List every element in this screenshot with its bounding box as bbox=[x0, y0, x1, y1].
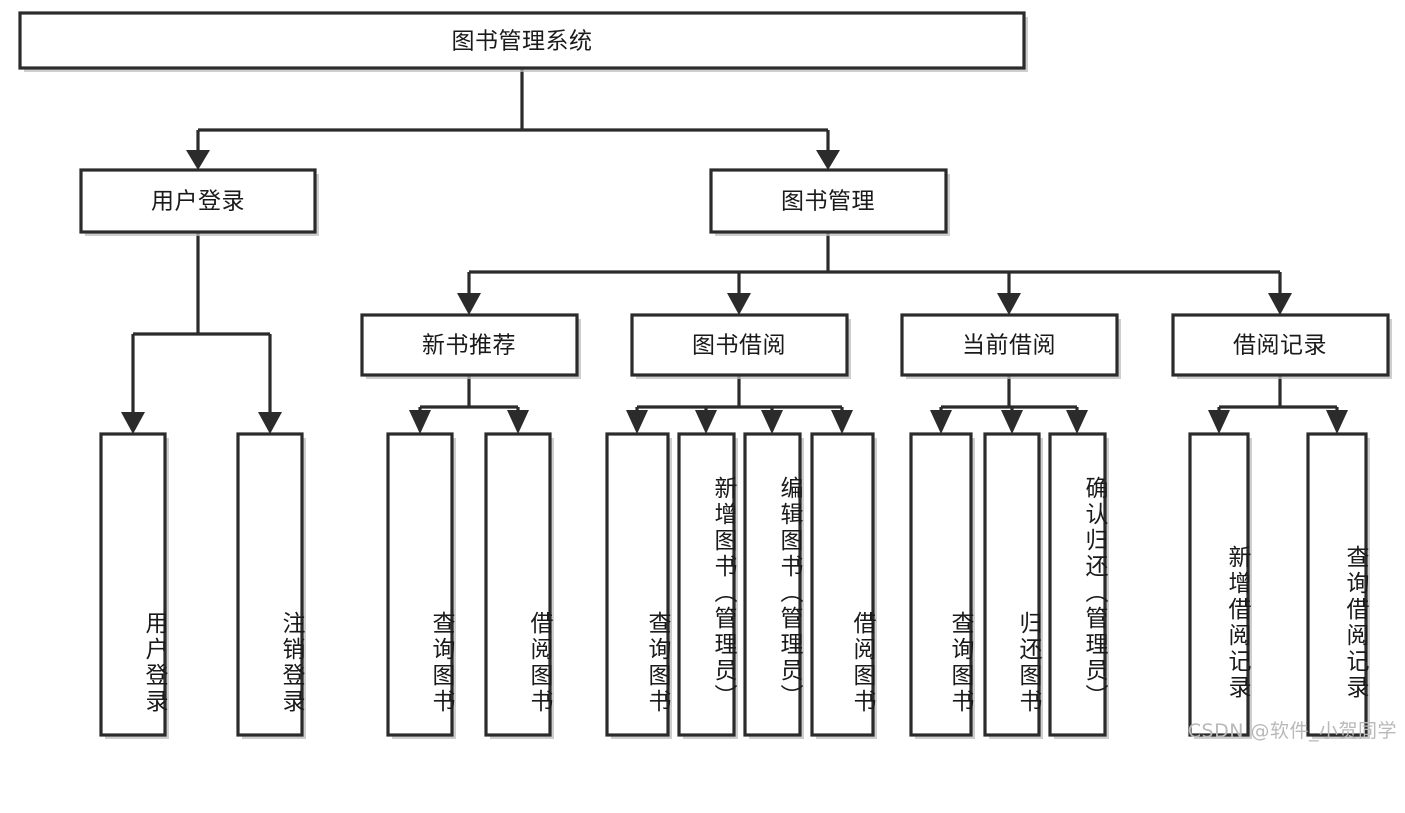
leaf-boxes bbox=[99, 432, 1370, 739]
arrowhead-new-leaf1 bbox=[409, 410, 431, 434]
arrowhead-mgmt-to-current bbox=[997, 293, 1021, 315]
leaf-box-add-book-admin[interactable] bbox=[677, 432, 736, 737]
node-book-borrow-box[interactable] bbox=[630, 313, 849, 377]
arrowhead-current-leaf2 bbox=[1001, 410, 1023, 434]
connector-group-current-borrow bbox=[930, 375, 1088, 434]
arrowhead-borrow-leaf1 bbox=[626, 410, 648, 434]
connector-group-login bbox=[121, 232, 282, 434]
connector-group-mgmt bbox=[457, 232, 1292, 315]
node-borrow-record-box[interactable] bbox=[1171, 313, 1390, 377]
node-current-borrow-label: 当前借阅 bbox=[962, 333, 1056, 359]
leaf-box-borrow-books-new[interactable] bbox=[484, 432, 552, 737]
arrowhead-borrow-leaf4 bbox=[831, 410, 853, 434]
node-book-management[interactable]: 图书管理 bbox=[709, 168, 950, 236]
node-book-management-label: 图书管理 bbox=[781, 189, 875, 215]
node-new-book-recommend-box[interactable] bbox=[360, 313, 579, 377]
leaf-box-logout[interactable] bbox=[236, 432, 304, 737]
node-current-borrow[interactable]: 当前借阅 bbox=[900, 313, 1121, 379]
node-user-login-label: 用户登录 bbox=[151, 189, 245, 215]
arrowhead-borrow-leaf3 bbox=[761, 410, 783, 434]
flowchart-canvas: 图书管理系统 用户登录 图书管理 新书推荐 图书借阅 当前借阅 bbox=[18, 11, 1397, 742]
watermark-text: CSDN @软件_小贺同学 bbox=[1187, 720, 1397, 742]
arrowhead-login-leaf1 bbox=[121, 412, 145, 434]
connector-group-borrow-record bbox=[1208, 375, 1348, 434]
node-new-book-recommend[interactable]: 新书推荐 bbox=[360, 313, 581, 379]
arrowhead-current-leaf1 bbox=[930, 410, 952, 434]
arrowhead-root-to-mgmt bbox=[816, 150, 840, 170]
connector-group-root bbox=[186, 68, 840, 170]
arrowhead-mgmt-to-borrow bbox=[727, 293, 751, 315]
node-new-book-recommend-label: 新书推荐 bbox=[422, 333, 516, 359]
flowchart-svg: 图书管理系统 用户登录 图书管理 新书推荐 图书借阅 当前借阅 bbox=[18, 11, 1392, 739]
leaf-box-borrow-books[interactable] bbox=[810, 432, 875, 737]
arrowhead-borrow-leaf2 bbox=[695, 410, 717, 434]
node-user-login[interactable]: 用户登录 bbox=[79, 168, 319, 236]
node-borrow-record-label: 借阅记录 bbox=[1233, 333, 1327, 359]
connector-group-book-borrow bbox=[626, 375, 853, 434]
leaf-box-query-borrow-record[interactable] bbox=[1306, 432, 1368, 737]
node-current-borrow-box[interactable] bbox=[900, 313, 1119, 377]
node-book-borrow-label: 图书借阅 bbox=[692, 333, 786, 359]
arrowhead-record-leaf2 bbox=[1326, 410, 1348, 434]
leaf-box-edit-book-admin[interactable] bbox=[743, 432, 802, 737]
arrowhead-mgmt-to-new bbox=[457, 293, 481, 315]
arrowhead-current-leaf3 bbox=[1066, 410, 1088, 434]
connector-group-new-books bbox=[409, 375, 529, 434]
arrowhead-root-to-login bbox=[186, 150, 210, 170]
node-book-borrow[interactable]: 图书借阅 bbox=[630, 313, 851, 379]
node-borrow-record[interactable]: 借阅记录 bbox=[1171, 313, 1392, 379]
leaf-box-query-books-current[interactable] bbox=[909, 432, 973, 737]
leaf-box-confirm-return-admin[interactable] bbox=[1048, 432, 1107, 737]
node-root[interactable]: 图书管理系统 bbox=[18, 11, 1028, 72]
node-user-login-box[interactable] bbox=[79, 168, 317, 234]
arrowhead-login-leaf2 bbox=[258, 412, 282, 434]
node-book-management-box[interactable] bbox=[709, 168, 948, 234]
leaf-box-query-books-new[interactable] bbox=[386, 432, 454, 737]
leaf-box-return-books[interactable] bbox=[983, 432, 1041, 737]
leaf-box-query-books-borrow[interactable] bbox=[605, 432, 670, 737]
arrowhead-new-leaf2 bbox=[507, 410, 529, 434]
leaf-box-add-borrow-record[interactable] bbox=[1188, 432, 1250, 737]
arrowhead-record-leaf1 bbox=[1208, 410, 1230, 434]
leaf-box-user-login[interactable] bbox=[99, 432, 167, 737]
node-root-box[interactable] bbox=[18, 11, 1026, 70]
arrowhead-mgmt-to-record bbox=[1268, 293, 1292, 315]
node-root-label: 图书管理系统 bbox=[452, 29, 593, 55]
